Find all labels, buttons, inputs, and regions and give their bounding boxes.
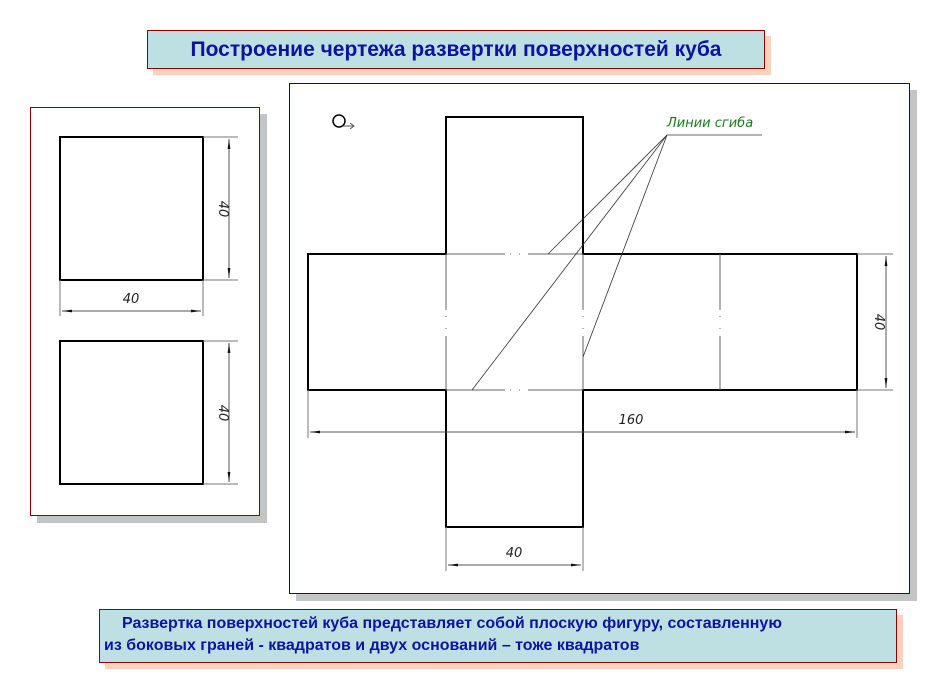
top-view-square bbox=[59, 136, 238, 316]
caption-line-1: Развертка поверхностей куба представляет… bbox=[122, 615, 782, 632]
bottom-square-height-label: 40 bbox=[215, 405, 230, 422]
top-square-height-label: 40 bbox=[215, 201, 230, 218]
bottom-view-square bbox=[59, 340, 238, 485]
fold-lines-label: Линии сгиба bbox=[666, 116, 753, 131]
caption-line-2: из боковых граней - квадратов и двух осн… bbox=[104, 637, 640, 654]
net-dimensions bbox=[307, 253, 893, 571]
page-title: Построение чертежа развертки поверхносте… bbox=[147, 30, 765, 69]
total-length-label: 160 bbox=[619, 413, 644, 428]
top-square-width-label: 40 bbox=[123, 292, 140, 307]
page-title-text: Построение чертежа развертки поверхносте… bbox=[190, 37, 722, 61]
fold-leader-lines bbox=[471, 134, 762, 391]
cube-net bbox=[307, 116, 858, 528]
caption-box: Развертка поверхностей куба представляет… bbox=[99, 609, 897, 663]
circle-arrow-icon bbox=[332, 114, 355, 130]
net-height-label: 40 bbox=[871, 314, 886, 331]
bottom-width-label: 40 bbox=[506, 546, 523, 561]
cube-net-drawing-panel bbox=[289, 83, 910, 594]
fold-lines bbox=[445, 253, 721, 391]
